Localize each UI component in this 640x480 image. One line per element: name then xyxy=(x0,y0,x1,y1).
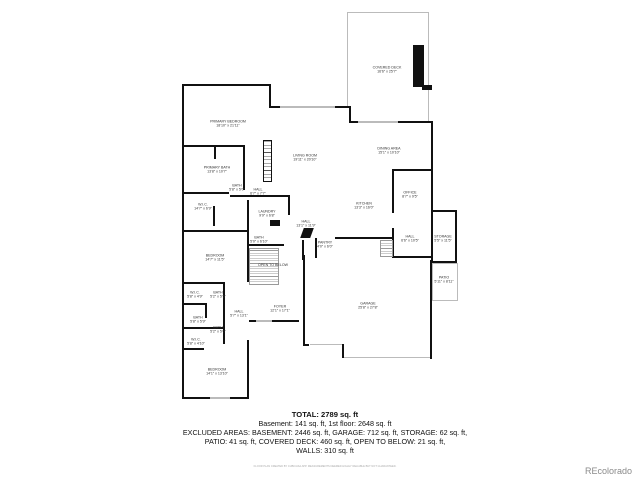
room-wic: W.I.C.5'8" x 4'9" xyxy=(187,290,203,299)
excluded-areas-1: EXCLUDED AREAS: BASEMENT: 2446 sq. ft, G… xyxy=(182,428,468,437)
excluded-areas-3: WALLS: 310 sq. ft xyxy=(296,446,354,455)
credit-text: FLOOR PLAN CREATED BY CUBICASA APP. MEAS… xyxy=(253,465,397,468)
room-wic: W.I.C.5'8" x 4'10" xyxy=(187,337,205,346)
room-wic: W.I.C.14'7" x 6'9" xyxy=(194,202,212,211)
area-summary: TOTAL: 2789 sq. ft Basement: 141 sq. ft,… xyxy=(180,410,470,455)
total-area: TOTAL: 2789 sq. ft xyxy=(291,410,359,419)
excluded-areas-2: PATIO: 41 sq. ft, COVERED DECK: 460 sq. … xyxy=(204,437,446,446)
floor-areas: Basement: 141 sq. ft, 1st floor: 2648 sq… xyxy=(258,419,392,428)
room-open-to-below: OPEN TO BELOW xyxy=(257,262,289,267)
watermark-logo: REcolorado xyxy=(584,466,632,476)
